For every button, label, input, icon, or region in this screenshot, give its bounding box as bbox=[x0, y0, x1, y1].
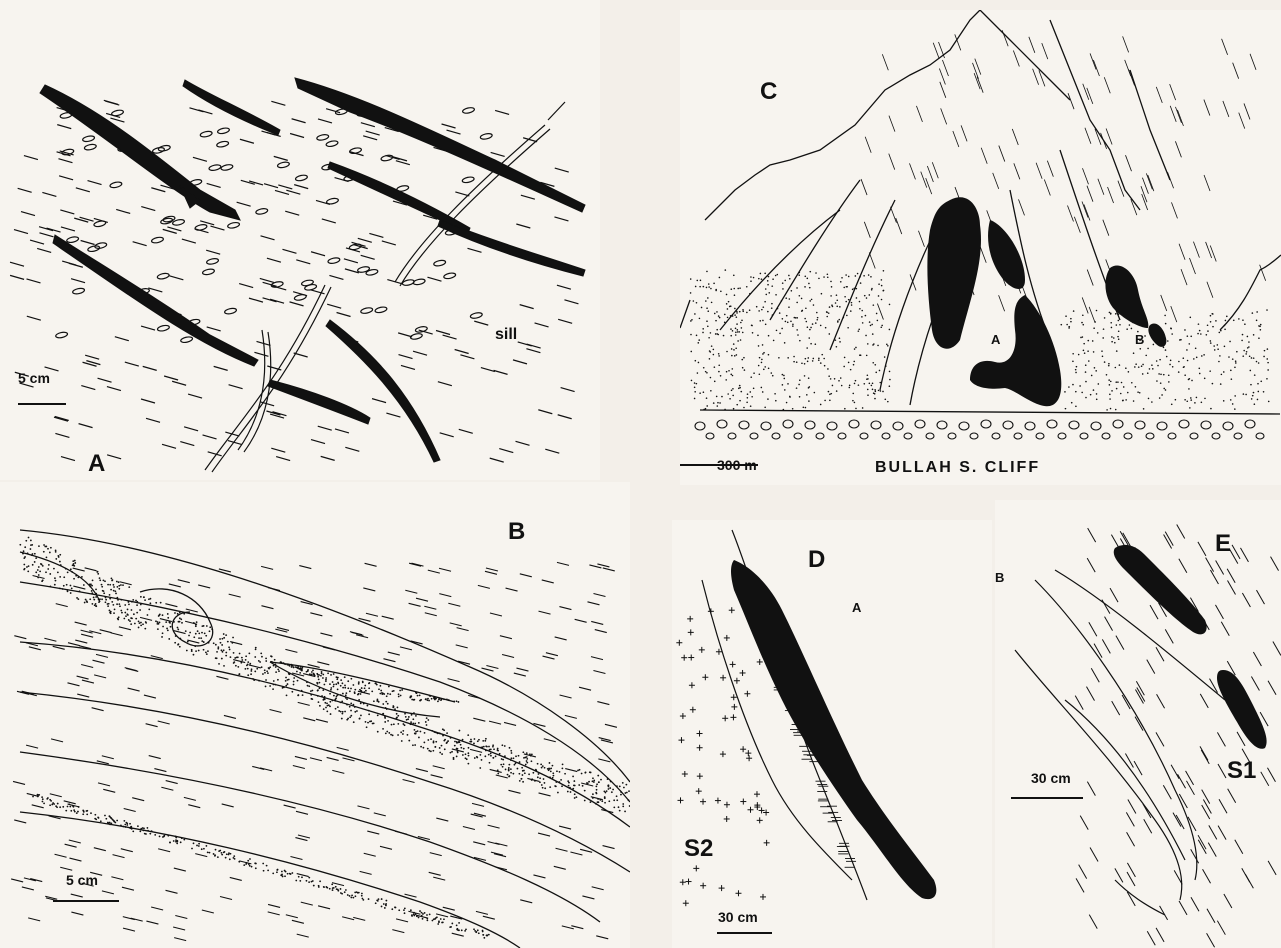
panel-a-scale-bar bbox=[18, 403, 66, 405]
panel-d: D A S2 30 cm bbox=[672, 520, 992, 948]
panel-d-unit-label: S2 bbox=[684, 835, 713, 863]
panel-c: C A B 300 m BULLAH S. CLIFF bbox=[680, 10, 1281, 485]
panel-d-drawing bbox=[672, 520, 992, 948]
panel-b-scale-label: 5 cm bbox=[66, 872, 98, 888]
panel-e: E B S1 30 cm bbox=[995, 500, 1281, 948]
panel-b-scale-bar bbox=[53, 900, 119, 902]
panel-a-letter: A bbox=[88, 450, 105, 478]
panel-a-drawing bbox=[0, 0, 600, 480]
panel-c-marker-a: A bbox=[991, 332, 1000, 347]
panel-c-caption: BULLAH S. CLIFF bbox=[875, 459, 1040, 477]
panel-e-letter: E bbox=[1215, 530, 1231, 558]
panel-c-letter: C bbox=[760, 78, 777, 106]
panel-a-scale-label: 5 cm bbox=[18, 370, 50, 386]
panel-a: sill 5 cm A bbox=[0, 0, 600, 480]
panel-e-scale-label: 30 cm bbox=[1031, 770, 1071, 786]
panel-e-scale-bar bbox=[1011, 797, 1083, 799]
panel-d-scale-label: 30 cm bbox=[718, 909, 758, 925]
panel-b-letter: B bbox=[508, 518, 525, 546]
panel-e-marker-b: B bbox=[995, 570, 1004, 585]
panel-c-marker-b: B bbox=[1135, 332, 1144, 347]
panel-e-unit-label: S1 bbox=[1227, 757, 1256, 785]
panel-d-scale-bar bbox=[717, 932, 772, 934]
panel-d-letter: D bbox=[808, 546, 825, 574]
panel-c-scale-label: 300 m bbox=[717, 457, 757, 473]
panel-d-marker-a: A bbox=[852, 600, 861, 615]
panel-b: B 5 cm bbox=[0, 482, 630, 948]
panel-e-drawing bbox=[995, 500, 1281, 948]
sill-label: sill bbox=[495, 326, 517, 344]
